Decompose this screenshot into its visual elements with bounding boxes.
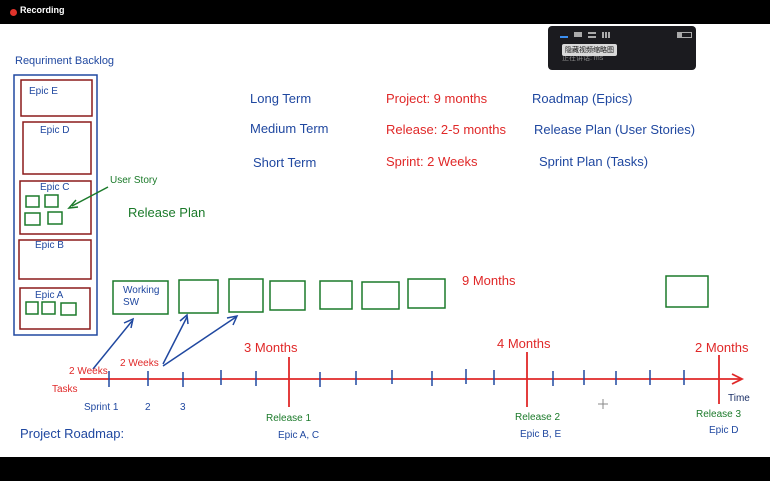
term-medium: Medium Term [250,121,329,136]
working-sw-box [112,280,169,315]
tasks-label: Tasks [52,384,78,395]
recording-label: Recording [20,5,65,15]
two-weeks-arrow [162,316,188,365]
list-view-icon[interactable] [588,32,596,38]
sprint-box [361,281,400,310]
period-4-months: 4 Months [497,336,551,351]
release-2-epics: Epic B, E [520,429,562,440]
story-box [44,194,59,208]
working-sw-label: Working SW [123,285,160,308]
whiteboard-canvas[interactable]: Requriment Backlog Epic E Epic D Epic C … [0,24,770,457]
sprint-box [228,278,264,313]
term-long: Long Term [250,91,312,106]
sprint-box [665,275,709,308]
hide-thumbnail-tooltip: 隐藏视频缩略图 [562,44,617,56]
release-1-epics: Epic A, C [278,430,320,441]
sprint-box [319,280,353,310]
speaker-view-icon[interactable] [560,32,568,38]
plan-release: Release Plan (User Stories) [534,122,696,137]
story-box [47,211,63,225]
minimize-thumbnail-icon[interactable] [677,32,692,38]
sprint-2-label: 2 [145,402,151,413]
active-speaker-label: 正在讲话: ms [562,55,604,62]
project-roadmap-label: Project Roadmap: [20,426,125,441]
release-plan-label: Release Plan [128,205,206,220]
story-box [25,301,39,315]
term-short: Short Term [253,155,317,170]
backlog-container [13,74,98,336]
recording-dot-icon [10,9,17,16]
epic-c-label: Epic C [40,182,70,193]
time-label: Time [728,393,750,404]
duration-project: Project: 9 months [386,91,488,106]
two-weeks-label-2: 2 Weeks [120,358,159,369]
release-2-label: Release 2 [515,412,561,423]
sprint-ticks [108,369,685,387]
user-story-arrow [71,186,109,207]
story-box [25,195,40,208]
bottom-bar [0,457,770,481]
release-3-epics: Epic D [709,425,739,436]
duration-release: Release: 2-5 months [386,122,506,137]
sprint-box [269,280,306,311]
sprint-box [178,279,219,314]
duration-sprint: Sprint: 2 Weeks [386,154,478,169]
epic-b-box [18,239,92,280]
story-box [41,301,56,315]
release-1-label: Release 1 [266,413,312,424]
epic-b-label: Epic B [35,240,64,251]
video-thumbnail-toolbar[interactable]: 正在讲话: ms 隐藏视频缩略图 [548,26,696,70]
crosshair-cursor-icon [598,399,608,409]
backlog-title: Requriment Backlog [15,55,115,67]
whiteboard-drawing [13,74,745,409]
two-weeks-label-1: 2 Weeks [69,366,108,377]
recording-bar: Recording [0,0,770,24]
epic-e-box [20,79,93,117]
story-box [24,212,41,226]
epic-d-label: Epic D [40,125,70,136]
sprint-box [407,278,446,309]
user-story-label: User Story [110,175,158,186]
story-box [60,302,77,316]
two-weeks-arrow [92,320,133,370]
epic-a-label: Epic A [35,290,64,301]
period-3-months: 3 Months [244,340,298,355]
period-2-months: 2 Months [695,340,749,355]
epic-d-box [22,121,92,175]
timeline-arrowhead [731,373,745,385]
grid-view-icon[interactable] [602,32,610,38]
two-weeks-arrow [162,316,237,367]
nine-months-label: 9 Months [462,273,516,288]
sprint-3-label: 3 [180,402,186,413]
sprint-1-label: Sprint 1 [84,402,119,413]
epic-a-box [19,287,91,330]
gallery-strip-icon[interactable] [574,32,582,37]
epic-c-box [19,180,92,235]
plan-roadmap: Roadmap (Epics) [532,91,633,106]
release-3-label: Release 3 [696,409,742,420]
epic-e-label: Epic E [29,86,58,97]
plan-sprint: Sprint Plan (Tasks) [539,154,649,169]
